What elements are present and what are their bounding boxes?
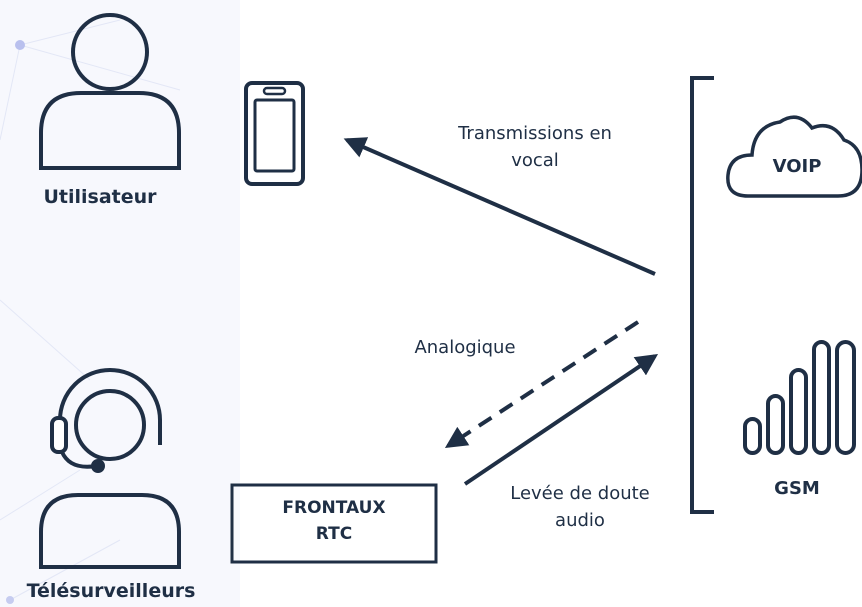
agents-label: Télésurveilleurs: [26, 580, 196, 602]
headset-operator-icon: [39, 368, 181, 569]
user-label: Utilisateur: [43, 186, 157, 208]
analogique-label: Analogique: [414, 337, 516, 358]
frontaux-line-1: FRONTAUX: [282, 498, 386, 518]
signal-bars-icon: [743, 340, 856, 455]
frontaux-label: FRONTAUX RTC: [230, 495, 438, 547]
arrow-transmissions: [343, 137, 656, 276]
levee-label: Levée de doute audio: [470, 480, 690, 534]
levee-line-2: audio: [555, 510, 605, 531]
smartphone-icon: [244, 81, 305, 186]
frontaux-box: [230, 483, 438, 564]
gsm-label: GSM: [774, 478, 820, 499]
transmissions-line-2: vocal: [511, 150, 559, 171]
frontaux-line-2: RTC: [315, 524, 353, 544]
bracket-icon: [690, 76, 714, 514]
user-icon: [39, 13, 181, 170]
arrow-levee: [463, 353, 659, 486]
transmissions-line-1: Transmissions en: [458, 123, 612, 144]
transmissions-label: Transmissions en vocal: [405, 120, 665, 174]
arrow-analogique: [444, 320, 640, 449]
levee-line-1: Levée de doute: [510, 483, 650, 504]
voip-label: VOIP: [772, 156, 822, 177]
